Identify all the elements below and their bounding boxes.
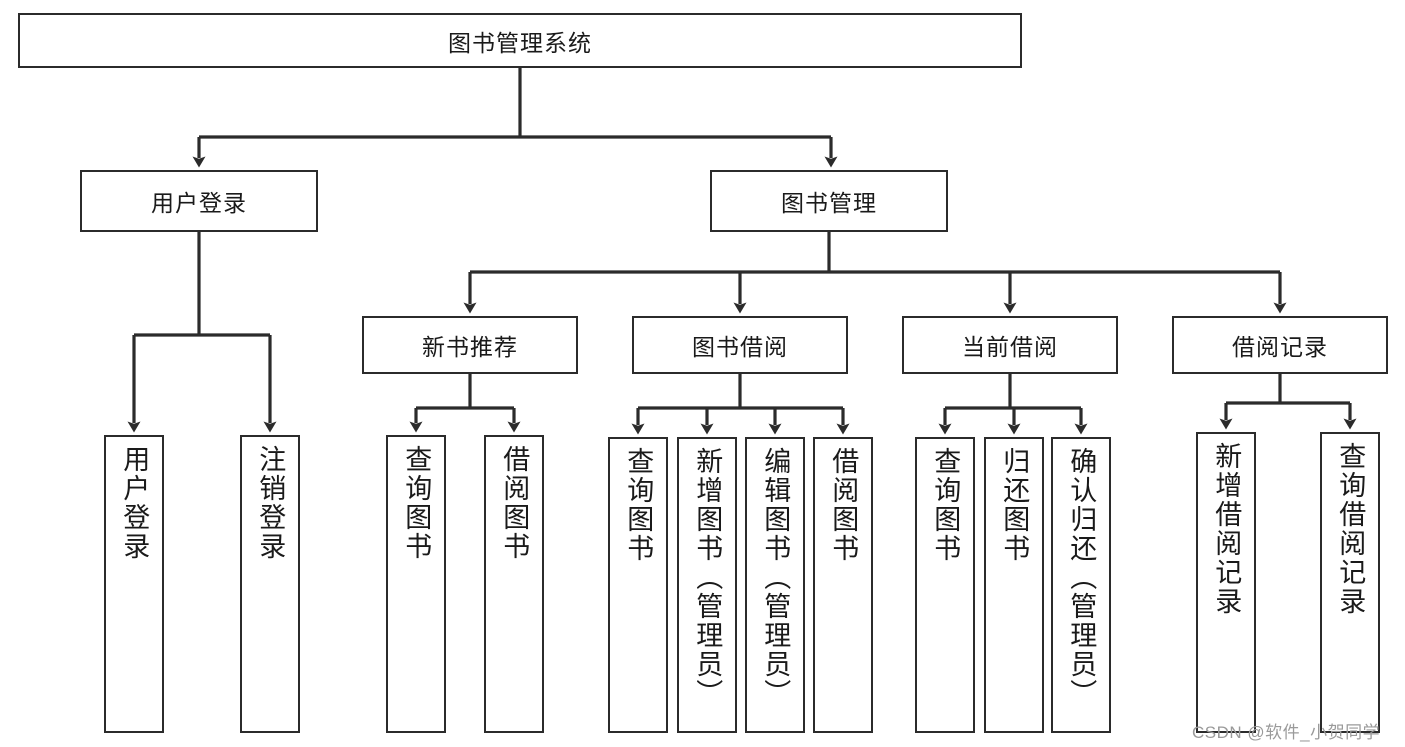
node-book-manage-label: 图书管理 (781, 190, 877, 216)
node-leaf-borrow-edit-book[interactable]: 编辑图书（管理员） (745, 437, 805, 733)
node-leaf-borrow-add-book-label: 新增图书（管理员） (692, 447, 723, 708)
node-leaf-recommend-query-book[interactable]: 查询图书 (386, 435, 446, 733)
node-leaf-current-confirm-return-label: 确认归还（管理员） (1066, 447, 1097, 708)
node-leaf-record-add[interactable]: 新增借阅记录 (1196, 432, 1256, 733)
node-user-login[interactable]: 用户登录 (80, 170, 318, 232)
node-leaf-borrow-add-book[interactable]: 新增图书（管理员） (677, 437, 737, 733)
node-leaf-borrow-query-book[interactable]: 查询图书 (608, 437, 668, 733)
node-new-book-recommend[interactable]: 新书推荐 (362, 316, 578, 374)
node-leaf-current-query-book-label: 查询图书 (930, 447, 961, 563)
node-leaf-recommend-borrow-book-label: 借阅图书 (499, 445, 530, 561)
node-leaf-user-logout[interactable]: 注销登录 (240, 435, 300, 733)
node-leaf-borrow-lend-book-label: 借阅图书 (828, 447, 859, 563)
node-book-borrow[interactable]: 图书借阅 (632, 316, 848, 374)
node-leaf-user-logout-label: 注销登录 (255, 445, 286, 561)
node-leaf-record-add-label: 新增借阅记录 (1211, 442, 1242, 616)
node-leaf-user-login-label: 用户登录 (119, 445, 150, 561)
node-leaf-borrow-edit-book-label: 编辑图书（管理员） (760, 447, 791, 708)
node-leaf-current-return-book[interactable]: 归还图书 (984, 437, 1044, 733)
node-leaf-recommend-query-book-label: 查询图书 (401, 445, 432, 561)
node-leaf-user-login[interactable]: 用户登录 (104, 435, 164, 733)
node-leaf-record-query[interactable]: 查询借阅记录 (1320, 432, 1380, 733)
node-leaf-current-confirm-return[interactable]: 确认归还（管理员） (1051, 437, 1111, 733)
node-leaf-record-query-label: 查询借阅记录 (1335, 442, 1366, 616)
node-current-borrow[interactable]: 当前借阅 (902, 316, 1118, 374)
node-leaf-borrow-query-book-label: 查询图书 (623, 447, 654, 563)
node-book-borrow-label: 图书借阅 (692, 334, 788, 360)
node-borrow-record-label: 借阅记录 (1232, 334, 1328, 360)
node-leaf-current-query-book[interactable]: 查询图书 (915, 437, 975, 733)
node-user-login-label: 用户登录 (151, 190, 247, 216)
watermark: CSDN @软件_小贺同学 (1192, 723, 1381, 742)
node-new-book-recommend-label: 新书推荐 (422, 334, 518, 360)
node-root[interactable]: 图书管理系统 (18, 13, 1022, 68)
node-current-borrow-label: 当前借阅 (962, 334, 1058, 360)
node-leaf-borrow-lend-book[interactable]: 借阅图书 (813, 437, 873, 733)
node-leaf-current-return-book-label: 归还图书 (999, 447, 1030, 563)
node-book-manage[interactable]: 图书管理 (710, 170, 948, 232)
node-borrow-record[interactable]: 借阅记录 (1172, 316, 1388, 374)
node-leaf-recommend-borrow-book[interactable]: 借阅图书 (484, 435, 544, 733)
node-root-label: 图书管理系统 (448, 29, 592, 56)
